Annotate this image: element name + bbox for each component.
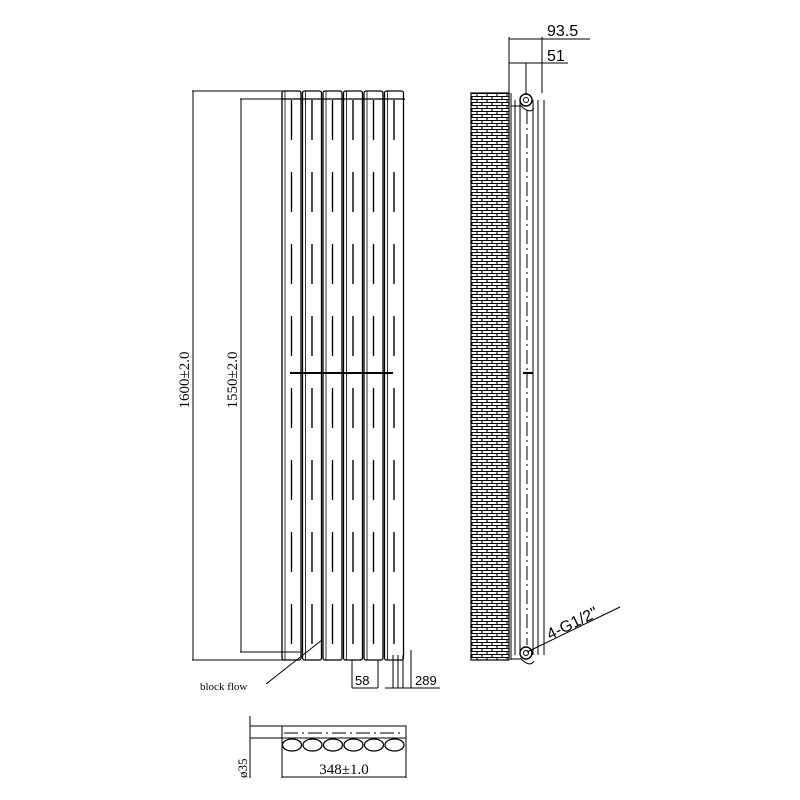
plan-tube-sections [281, 738, 405, 752]
connection-label: 4-G1/2" [544, 604, 601, 643]
radiator-tube [301, 90, 323, 661]
front-view [192, 90, 440, 689]
bottom-valve-icon [511, 646, 535, 665]
tube-section [322, 738, 344, 752]
radiator-tube [342, 90, 364, 661]
radiator-tubes [281, 90, 405, 661]
tube-diameter-label: ø35 [235, 759, 250, 779]
radiator-tube [281, 90, 302, 661]
block-flow-label: block flow [200, 681, 247, 693]
top-valve-icon [511, 93, 535, 112]
height-overall-label: 1600±2.0 [177, 352, 193, 409]
radiator-tube [322, 90, 343, 661]
radiator-tube [383, 90, 405, 661]
width-label: 348±1.0 [319, 762, 368, 778]
side-view [470, 37, 621, 665]
depth-centre-label: 51 [547, 48, 565, 65]
tube-section [302, 738, 323, 752]
height-overall-dimension [192, 90, 300, 661]
plan-view [249, 716, 407, 778]
wall-hatch [470, 92, 510, 661]
tube-depth-label: 289 [415, 673, 437, 688]
tube-section [363, 738, 385, 752]
height-centres-dimension [240, 98, 300, 653]
height-centres-label: 1550±2.0 [225, 352, 241, 409]
tube-pitch-label: 58 [355, 673, 369, 688]
tube-section [281, 738, 303, 752]
tube-section [384, 738, 405, 752]
depth-overall-label: 93.5 [547, 23, 578, 40]
tube-section [343, 738, 364, 752]
radiator-tube [363, 90, 384, 661]
